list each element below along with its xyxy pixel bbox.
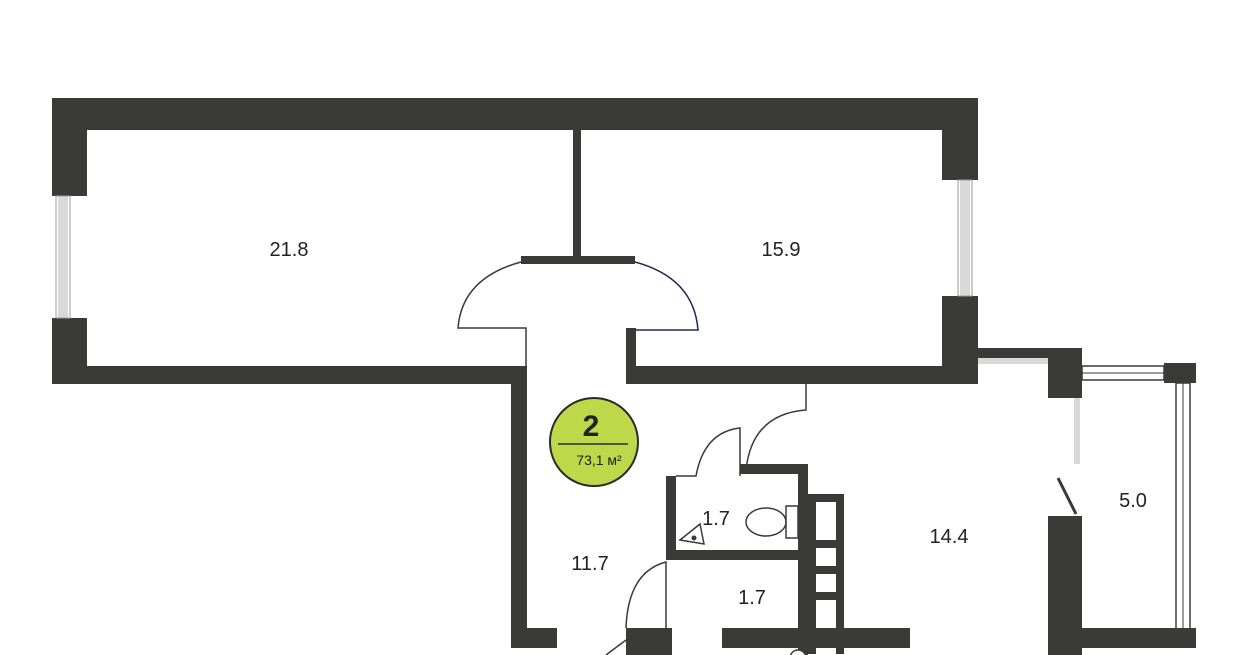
wall-lower-middle	[722, 628, 910, 648]
window-balcony-door	[978, 358, 1048, 364]
total-area: 73,1 м²	[576, 452, 622, 468]
door-kitchen	[745, 384, 807, 471]
wall-right-lower	[942, 296, 978, 366]
door-wc	[676, 427, 741, 477]
door-bottom-left	[605, 639, 627, 655]
window-kitchen	[1074, 398, 1080, 464]
room-area-label: 11.7	[571, 553, 608, 575]
wall-balcony-right-top	[1164, 363, 1196, 383]
wall-bath-left	[666, 476, 676, 560]
sink-drain	[691, 535, 697, 541]
wall-bath-right	[798, 464, 808, 655]
wall-balcony-bottom	[1048, 628, 1196, 648]
room-area-label: 1.7	[702, 508, 730, 530]
room-area-label: 1.7	[738, 587, 766, 609]
apartment-badge: 2 73,1 м²	[549, 397, 639, 487]
shaft-top	[808, 494, 844, 502]
wall-balcony-corner	[1048, 348, 1082, 398]
door-room1	[457, 261, 527, 366]
wall-bath-top-right	[740, 464, 808, 474]
window-right-frame	[957, 179, 973, 297]
wall-corridor-left	[511, 366, 527, 646]
wall-kitchen-right	[1048, 516, 1082, 655]
door-room2	[634, 261, 699, 331]
wall-room2-bottom	[626, 366, 978, 384]
wall-room1-bottom	[52, 366, 526, 384]
badge-circle	[549, 397, 639, 487]
room-area-label: 14.4	[930, 526, 969, 548]
room-area-label: 21.8	[270, 239, 309, 261]
wall-partition	[573, 130, 581, 260]
wall-corridor-bottom-left	[511, 628, 557, 648]
wall-top	[52, 98, 978, 130]
shaft-rung-1	[808, 540, 844, 548]
fixture-bottom	[789, 649, 807, 655]
toilet-tank	[785, 505, 799, 539]
balcony-door-swing	[1056, 477, 1078, 515]
window-left-frame	[55, 195, 71, 319]
door-bath2	[625, 561, 667, 629]
shaft-rung-3	[808, 592, 844, 600]
wall-bath2-bottom	[626, 628, 672, 655]
rooms-count: 2	[583, 410, 600, 443]
wall-room2-bottom-return	[626, 328, 636, 384]
wall-partition-foot	[521, 256, 635, 264]
wall-left-upper	[52, 98, 87, 196]
sink-icon	[678, 522, 705, 545]
window-left	[58, 196, 68, 318]
toilet-bowl	[745, 507, 787, 537]
room-area-label: 15.9	[762, 239, 801, 261]
shaft-rung-2	[808, 566, 844, 574]
wall-balcony-connector	[978, 348, 1082, 358]
window-right	[960, 180, 970, 296]
wall-bath-bottom	[666, 550, 808, 560]
room-area-label: 5.0	[1119, 490, 1147, 512]
wall-right-upper	[942, 98, 978, 180]
